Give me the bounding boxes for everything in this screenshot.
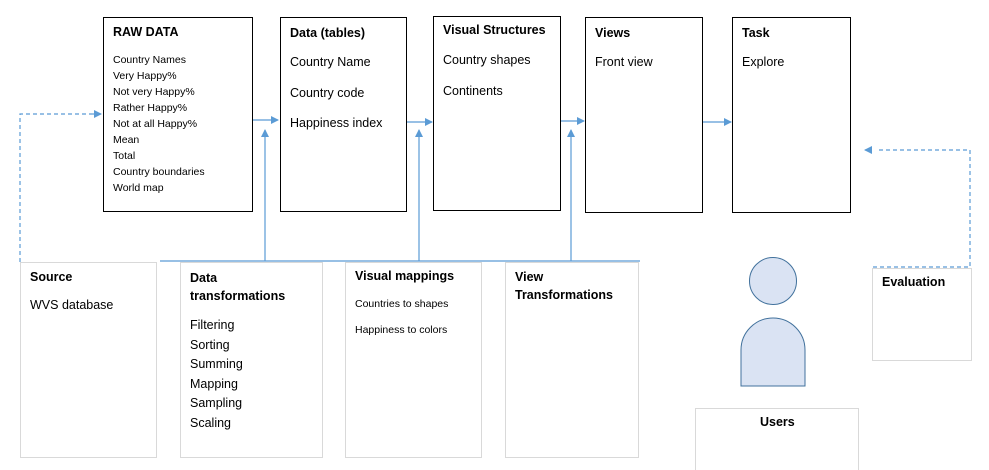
list-item: Mapping [190, 376, 238, 391]
list-item: Country code [290, 85, 365, 100]
raw-data-title: RAW DATA [113, 25, 179, 39]
task-box: Task Explore [732, 17, 851, 213]
task-title: Task [742, 26, 770, 40]
list-item: Sorting [190, 337, 230, 352]
evaluation-box: Evaluation [872, 268, 972, 361]
list-item: Not at all Happy% [113, 118, 198, 130]
users-title: Users [760, 415, 795, 429]
users-box: Users [695, 408, 859, 470]
dashed-evaluation-loop [873, 149, 971, 268]
evaluation-title: Evaluation [882, 275, 946, 289]
list-item: Scaling [190, 415, 231, 430]
list-item: Mean [113, 134, 140, 146]
views-box: Views Front view [585, 17, 703, 213]
list-item: Explore [742, 55, 785, 69]
list-item: Sampling [190, 396, 243, 410]
list-item: Not very Happy% [113, 86, 195, 98]
list-item: WVS database [30, 298, 114, 312]
data-tables-list: Country Name Country code Happiness inde… [290, 47, 382, 139]
source-list: WVS database [30, 290, 113, 321]
data-transformations-box: Data transformations Filtering Sorting S… [180, 262, 323, 458]
visual-mappings-list: Countries to shapes Happiness to colors [355, 291, 448, 343]
list-item: Summing [190, 357, 243, 371]
list-item: Country shapes [443, 53, 531, 67]
list-item: Total [113, 150, 136, 162]
list-item: Country Names [113, 54, 186, 66]
views-list: Front view [595, 47, 653, 78]
user-head-icon [749, 257, 797, 305]
view-transformations-title: View Transformations [515, 270, 613, 302]
view-transformations-box: View Transformations [505, 262, 639, 458]
list-item: Front view [595, 55, 653, 69]
visual-mappings-title: Visual mappings [355, 269, 455, 283]
list-item: Continents [443, 83, 503, 98]
dashed-source-loop [19, 113, 92, 262]
visual-structures-list: Country shapes Continents [443, 45, 531, 106]
visual-structures-box: Visual Structures Country shapes Contine… [433, 16, 561, 211]
list-item: Country Name [290, 55, 371, 69]
list-item: Very Happy% [113, 70, 177, 82]
raw-data-list: Country Names Very Happy% Not very Happy… [113, 52, 205, 196]
list-item: Country boundaries [113, 166, 205, 178]
visual-structures-title: Visual Structures [443, 23, 546, 37]
visual-mappings-box: Visual mappings Countries to shapes Happ… [345, 262, 482, 458]
list-item: Rather Happy% [113, 102, 188, 114]
data-tables-box: Data (tables) Country Name Country code … [280, 17, 407, 212]
data-transformations-list: Filtering Sorting Summing Mapping Sampli… [190, 316, 243, 433]
list-item: World map [113, 182, 164, 194]
task-list: Explore [742, 47, 784, 78]
raw-data-box: RAW DATA Country Names Very Happy% Not v… [103, 17, 253, 212]
source-box: Source WVS database [20, 262, 157, 458]
data-transformations-title: Data transformations [190, 271, 286, 303]
user-body-icon [740, 317, 806, 387]
list-item: Happiness to colors [355, 324, 448, 336]
data-tables-title: Data (tables) [290, 26, 366, 40]
list-item: Happiness index [290, 116, 383, 130]
source-title: Source [30, 270, 73, 284]
list-item: Filtering [190, 318, 235, 332]
list-item: Countries to shapes [355, 298, 449, 310]
views-title: Views [595, 26, 631, 40]
